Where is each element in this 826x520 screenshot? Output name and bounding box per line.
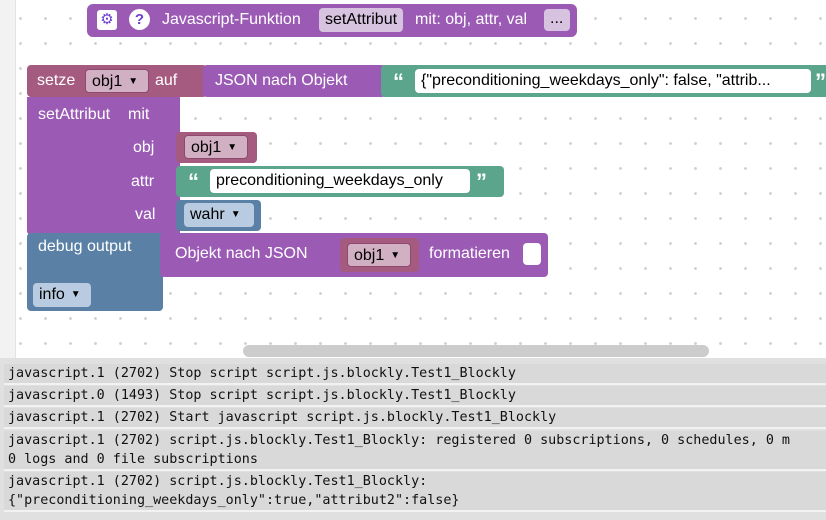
obj-param-label: obj bbox=[133, 139, 155, 156]
gear-icon[interactable]: ⚙ bbox=[97, 10, 117, 30]
log-entry: javascript.0 (1493) Stop script script.j… bbox=[4, 386, 826, 407]
attr-text-block[interactable]: “ preconditioning_weekdays_only ” bbox=[176, 166, 504, 197]
val-boolean-block[interactable]: wahr ▼ bbox=[176, 200, 261, 231]
format-checkbox[interactable] bbox=[523, 243, 541, 265]
text-block[interactable]: “ {"preconditioning_weekdays_only": fals… bbox=[381, 65, 826, 97]
chevron-down-icon: ▼ bbox=[390, 250, 401, 261]
log-panel: javascript.1 (2702) Stop script script.j… bbox=[0, 358, 826, 520]
object-to-json-block[interactable]: Objekt nach JSON obj1 ▼ formatieren bbox=[160, 233, 548, 277]
chevron-down-icon: ▼ bbox=[227, 142, 238, 153]
function-params-label: mit: obj, attr, val bbox=[415, 11, 528, 28]
object-to-json-label: Objekt nach JSON bbox=[175, 245, 308, 262]
json-to-object-block[interactable]: JSON nach Objekt bbox=[203, 65, 386, 97]
log-entry: javascript.1 (2702) script.js.blockly.Te… bbox=[4, 431, 826, 471]
format-label: formatieren bbox=[429, 245, 510, 262]
val-boolean-value: wahr bbox=[190, 206, 225, 223]
obj-variable-value: obj1 bbox=[191, 139, 222, 156]
debug-variable-value: obj1 bbox=[354, 247, 385, 264]
set-label: setze bbox=[37, 72, 76, 89]
debug-label: debug output bbox=[38, 238, 132, 255]
log-entry: javascript.1 (2702) script.js.blockly.Te… bbox=[4, 472, 826, 512]
json-text-field[interactable]: {"preconditioning_weekdays_only": false,… bbox=[415, 69, 811, 93]
val-boolean-dropdown[interactable]: wahr ▼ bbox=[184, 203, 254, 227]
call-mit-label: mit: bbox=[128, 106, 154, 123]
set-variable-block[interactable]: setze obj1 ▼ auf bbox=[27, 65, 207, 97]
attr-param-label: attr bbox=[131, 173, 155, 190]
close-quote-icon: ” bbox=[815, 69, 826, 94]
workspace-gutter bbox=[0, 0, 16, 358]
call-block-header-extension bbox=[150, 97, 180, 129]
chevron-down-icon: ▼ bbox=[70, 289, 81, 300]
obj-variable-dropdown[interactable]: obj1 ▼ bbox=[184, 135, 248, 159]
set-variable-dropdown[interactable]: obj1 ▼ bbox=[85, 69, 149, 93]
log-entry: javascript.1 (2702) Stop script script.j… bbox=[4, 364, 826, 385]
json-to-object-label: JSON nach Objekt bbox=[215, 72, 348, 89]
debug-level-value: info bbox=[39, 286, 65, 303]
close-quote-icon: ” bbox=[476, 169, 487, 194]
function-definition-block[interactable]: ⚙ ? Javascript-Funktion setAttribut mit:… bbox=[87, 4, 577, 37]
obj-value-block[interactable]: obj1 ▼ bbox=[176, 132, 257, 163]
chevron-down-icon: ▼ bbox=[128, 76, 139, 87]
set-variable-value: obj1 bbox=[92, 73, 123, 90]
blockly-workspace[interactable]: ⚙ ? Javascript-Funktion setAttribut mit:… bbox=[0, 0, 826, 358]
help-icon[interactable]: ? bbox=[129, 9, 150, 30]
val-param-label: val bbox=[135, 206, 156, 223]
horizontal-scrollbar[interactable] bbox=[243, 345, 709, 357]
auf-label: auf bbox=[155, 72, 178, 89]
log-entry: javascript.1 (2702) Start javascript scr… bbox=[4, 408, 826, 429]
debug-level-dropdown[interactable]: info ▼ bbox=[33, 283, 91, 307]
function-label: Javascript-Funktion bbox=[162, 11, 301, 28]
attr-text-field[interactable]: preconditioning_weekdays_only bbox=[210, 169, 470, 193]
debug-variable-block[interactable]: obj1 ▼ bbox=[340, 238, 419, 272]
function-name-field[interactable]: setAttribut bbox=[319, 8, 404, 32]
debug-output-block[interactable]: debug output info ▼ bbox=[27, 233, 163, 311]
chevron-down-icon: ▼ bbox=[230, 209, 241, 220]
open-quote-icon: “ bbox=[393, 69, 404, 94]
call-label: setAttribut bbox=[38, 106, 111, 123]
open-quote-icon: “ bbox=[188, 169, 199, 194]
function-more-button[interactable]: ... bbox=[544, 9, 570, 31]
debug-variable-dropdown[interactable]: obj1 ▼ bbox=[347, 243, 411, 267]
